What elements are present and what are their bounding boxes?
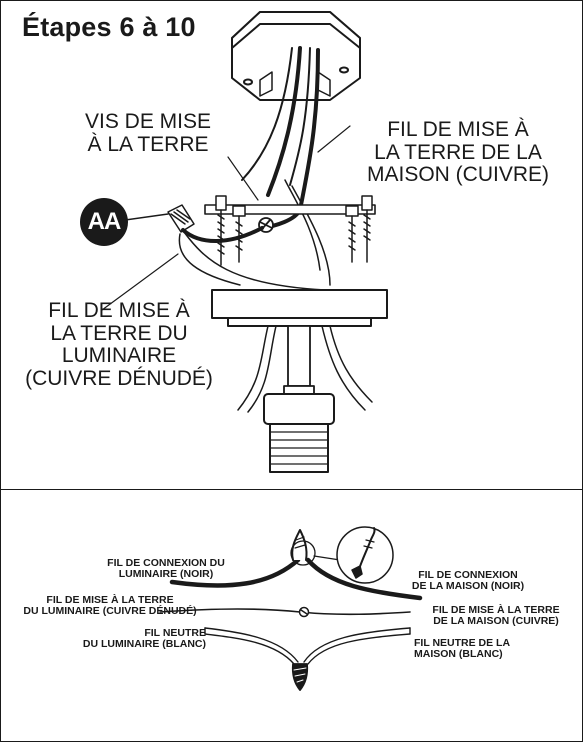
black-wire-nut (291, 529, 308, 561)
aa-badge-circle (80, 198, 128, 246)
wire-nut (167, 204, 195, 233)
fixture-installation-drawing (80, 11, 388, 473)
lamp-socket (263, 393, 335, 473)
steps-title: Étapes 6 à 10 (22, 12, 196, 42)
ground-screw-label: VIS DE MISE À LA TERRE (84, 110, 212, 156)
house-black-wire-label: FIL DE CONNEXION DE LA MAISON (NOIR) (411, 569, 525, 593)
house-ground-wire-label: FIL DE MISE À LA TERRE DE LA MAISON (CUI… (366, 118, 549, 187)
fixture-canopy (211, 289, 388, 327)
ground-wire-connector (298, 606, 310, 618)
mounting-screws (215, 195, 373, 266)
fixture-black-wire (169, 557, 301, 588)
wiring-panel (0, 489, 583, 742)
fixture-neutral-wire-label: FIL NEUTRE DU LUMINAIRE (BLANC) (82, 627, 206, 651)
house-ground-wire-label-bottom: FIL DE MISE À LA TERRE DE LA MAISON (CUI… (432, 604, 560, 628)
junction-box (231, 11, 361, 101)
fixture-ground-wire-label: FIL DE MISE À LA TERRE DU LUMINAIRE (CUI… (25, 299, 213, 391)
zoom-highlight-circle (290, 540, 316, 566)
fixture-black-wire-label: FIL DE CONNEXION DU LUMINAIRE (NOIR) (107, 557, 225, 581)
house-black-wire-bottom (305, 557, 423, 601)
fixture-ground-wire-label-bottom: FIL DE MISE À LA TERRE DU LUMINAIRE (CUI… (23, 594, 197, 618)
fixture-stem (283, 325, 315, 395)
house-neutral-wire-label: FIL NEUTRE DE LA MAISON (BLANC) (414, 637, 511, 661)
house-black-wire (266, 46, 302, 197)
white-wire-nut (291, 663, 309, 691)
zoom-inset (336, 526, 394, 584)
aa-badge: AA (87, 208, 122, 235)
